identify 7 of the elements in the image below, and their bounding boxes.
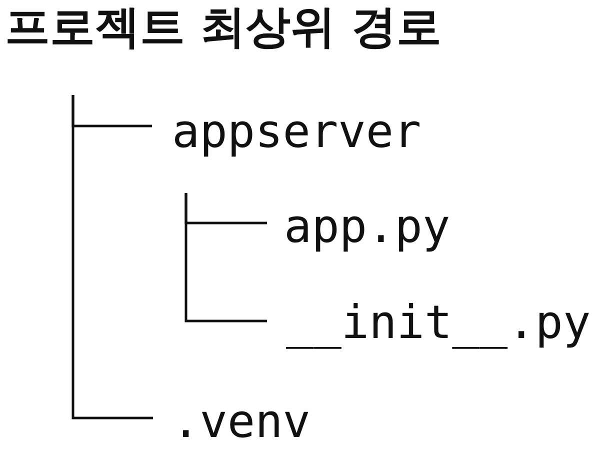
tree-line xyxy=(184,193,267,322)
file-name: app.py xyxy=(284,199,450,254)
folder-name: appserver xyxy=(172,104,422,160)
tree-line xyxy=(72,95,153,420)
file-name: __init__.py xyxy=(286,295,591,350)
folder-name: .venv xyxy=(172,394,310,450)
heading: 프로젝트 최상위 경로 xyxy=(5,2,442,52)
